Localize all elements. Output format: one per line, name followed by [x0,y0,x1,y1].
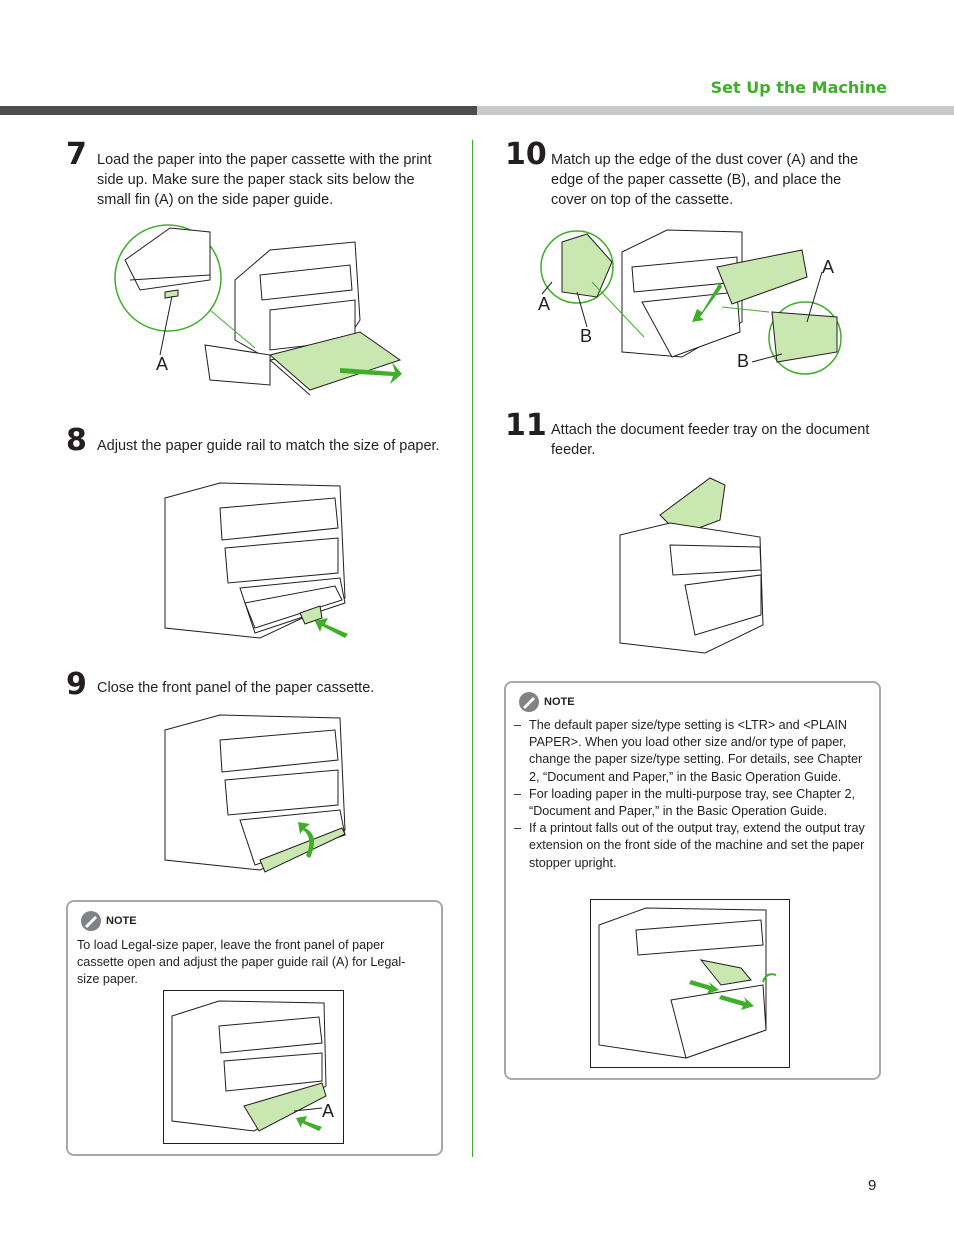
note-right-label: NOTE [544,696,575,708]
step-10-label-a-left: A [538,294,550,314]
note-left-label: NOTE [106,915,137,927]
note-left-header: NOTE [80,910,137,932]
note-left-label-a: A [322,1101,334,1121]
list-dash: – [514,786,522,801]
note-pencil-icon [81,911,101,931]
note-left-illustration: A [163,990,344,1144]
step-10-text: Match up the edge of the dust cover (A) … [551,152,859,208]
step-10-number: 10 [505,137,547,172]
section-title: Set Up the Machine [710,78,887,97]
step-10-illustration: A A B B [532,222,852,382]
step-8-number: 8 [66,423,87,458]
list-dash: – [514,718,522,732]
note-pencil-icon [519,692,539,712]
step-11-text: Attach the document feeder tray on the d… [551,422,870,458]
note-right-item-3: –If a printout falls out of the output t… [514,820,866,872]
step-8-illustration [160,478,350,648]
step-8-text: Adjust the paper guide rail to match the… [97,438,440,454]
step-10-label-b-right: B [737,351,749,371]
list-dash: – [514,821,522,836]
column-divider [472,140,473,1157]
header-bar-dark [0,106,477,115]
step-11-number: 11 [505,408,547,443]
note-right-item-2: –For loading paper in the multi-purpose … [514,786,866,820]
step-11-illustration [615,475,770,660]
step-7-text: Load the paper into the paper cassette w… [97,152,432,208]
note-right-item-2-text: For loading paper in the multi-purpose t… [529,786,855,819]
note-right-item-3-text: If a printout falls out of the output tr… [529,821,865,870]
step-7-number: 7 [66,137,87,172]
step-9-number: 9 [66,667,87,702]
header-bar-light [477,106,954,115]
step-10-label-a-right: A [822,257,834,277]
note-right-header: NOTE [518,691,575,713]
step-7-illustration: A [110,220,410,405]
step-9-text: Close the front panel of the paper casse… [97,680,375,696]
step-9-illustration [160,710,350,880]
step-10-label-b-left: B [580,326,592,346]
note-right-item-1-text: The default paper size/type setting is <… [529,718,863,784]
note-right-item-1: –The default paper size/type setting is … [514,717,866,786]
step-7-label-a: A [156,354,168,374]
page-number: 9 [868,1177,877,1194]
note-left-text: To load Legal-size paper, leave the fron… [77,938,406,987]
note-right-list: –The default paper size/type setting is … [514,717,866,872]
note-right-illustration [590,899,790,1068]
